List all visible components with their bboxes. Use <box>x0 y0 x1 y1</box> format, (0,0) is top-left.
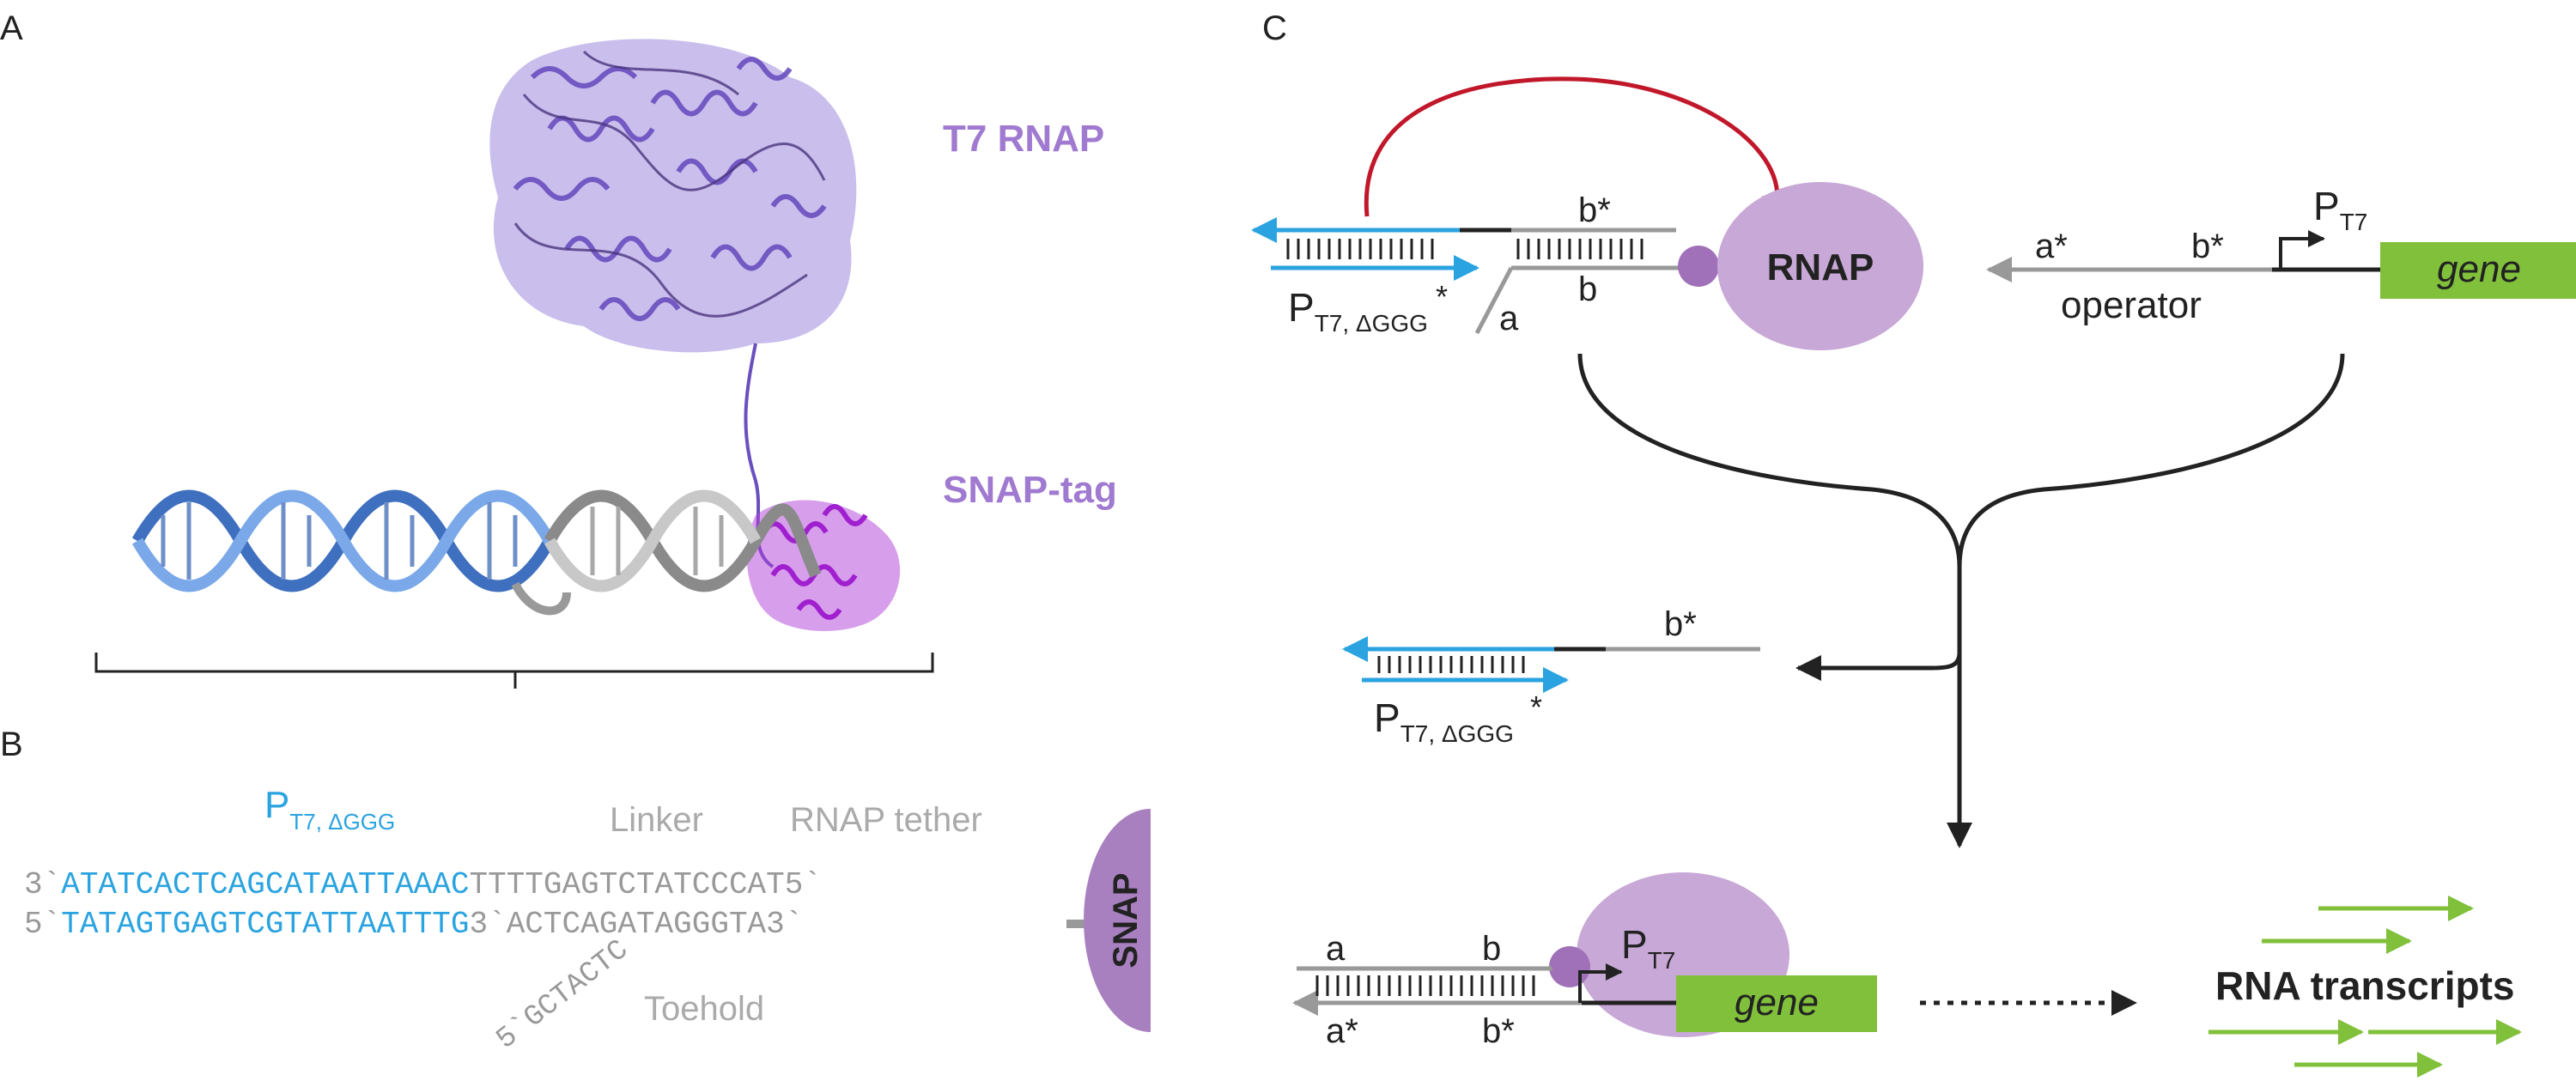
toehold-strand: 5`GCTACTC <box>490 934 635 1057</box>
base-pairs-1 <box>1286 239 1643 259</box>
operator-label: operator <box>2061 284 2202 326</box>
dna-helix <box>131 489 822 616</box>
b-star-label-2: b* <box>1664 605 1697 643</box>
b-star-label-op: b* <box>2191 228 2224 265</box>
panel-c-label: C <box>1262 9 1287 47</box>
bottom-strand: 5`TATAGTGAGTCGTATTAATTTG3`ACTCAGATAGGGTA… <box>24 907 803 942</box>
released-promoter <box>1342 636 1760 693</box>
a-label-1: a <box>1499 300 1519 337</box>
gene-label-2: gene <box>1735 981 1819 1023</box>
pt7-label-2: PT7 <box>1621 922 1675 974</box>
rna-transcripts-label: RNA transcripts <box>2215 963 2514 1008</box>
bound-complex <box>1292 872 1877 1037</box>
transcript-arrows <box>2208 896 2522 1078</box>
panel-a-label: A <box>0 9 23 47</box>
tethered-complex <box>1251 76 1923 350</box>
promoter-label-c2: PT7, ΔGGG <box>1374 695 1514 747</box>
reaction-arrows <box>1577 353 2345 848</box>
gene-label-op: gene <box>2437 248 2521 290</box>
linker-label: Linker <box>610 801 703 839</box>
toehold-label: Toehold <box>644 990 764 1028</box>
rnap-tether-label: RNAP tether <box>790 801 982 839</box>
length-bracket <box>94 653 934 689</box>
snap-shape <box>1084 809 1151 1032</box>
promoter-star-2: * <box>1530 689 1542 725</box>
snap-label: SNAP <box>1107 872 1145 968</box>
operator-construct <box>1986 230 2576 299</box>
b-star-label-1: b* <box>1578 191 1611 229</box>
promoter-star-1: * <box>1436 279 1448 314</box>
snap-tag-label: SNAP-tag <box>943 469 1117 511</box>
b-label-2: b <box>1482 930 1501 968</box>
promoter-label-c1: PT7, ΔGGG <box>1288 285 1428 337</box>
a-star-label-op: a* <box>2035 228 2068 265</box>
a-label-2: a <box>1326 930 1346 968</box>
pt7-label-op: PT7 <box>2313 184 2367 235</box>
rnap-label-1: RNAP <box>1767 246 1874 288</box>
a-star-label-2: a* <box>1326 1012 1358 1050</box>
b-label-1: b <box>1578 270 1597 308</box>
b-star-label-3: b* <box>1482 1012 1515 1050</box>
promoter-label-b: PT7, ΔGGG <box>264 784 395 835</box>
t7-rnap-structure <box>489 39 857 568</box>
snap-tag-structure <box>746 500 901 631</box>
panel-b-label: B <box>0 726 23 763</box>
t7-rnap-label: T7 RNAP <box>943 118 1104 160</box>
top-strand: 3`ATATCACTCAGCATAATTAAACTTTTGAGTCTATCCCA… <box>24 867 822 902</box>
